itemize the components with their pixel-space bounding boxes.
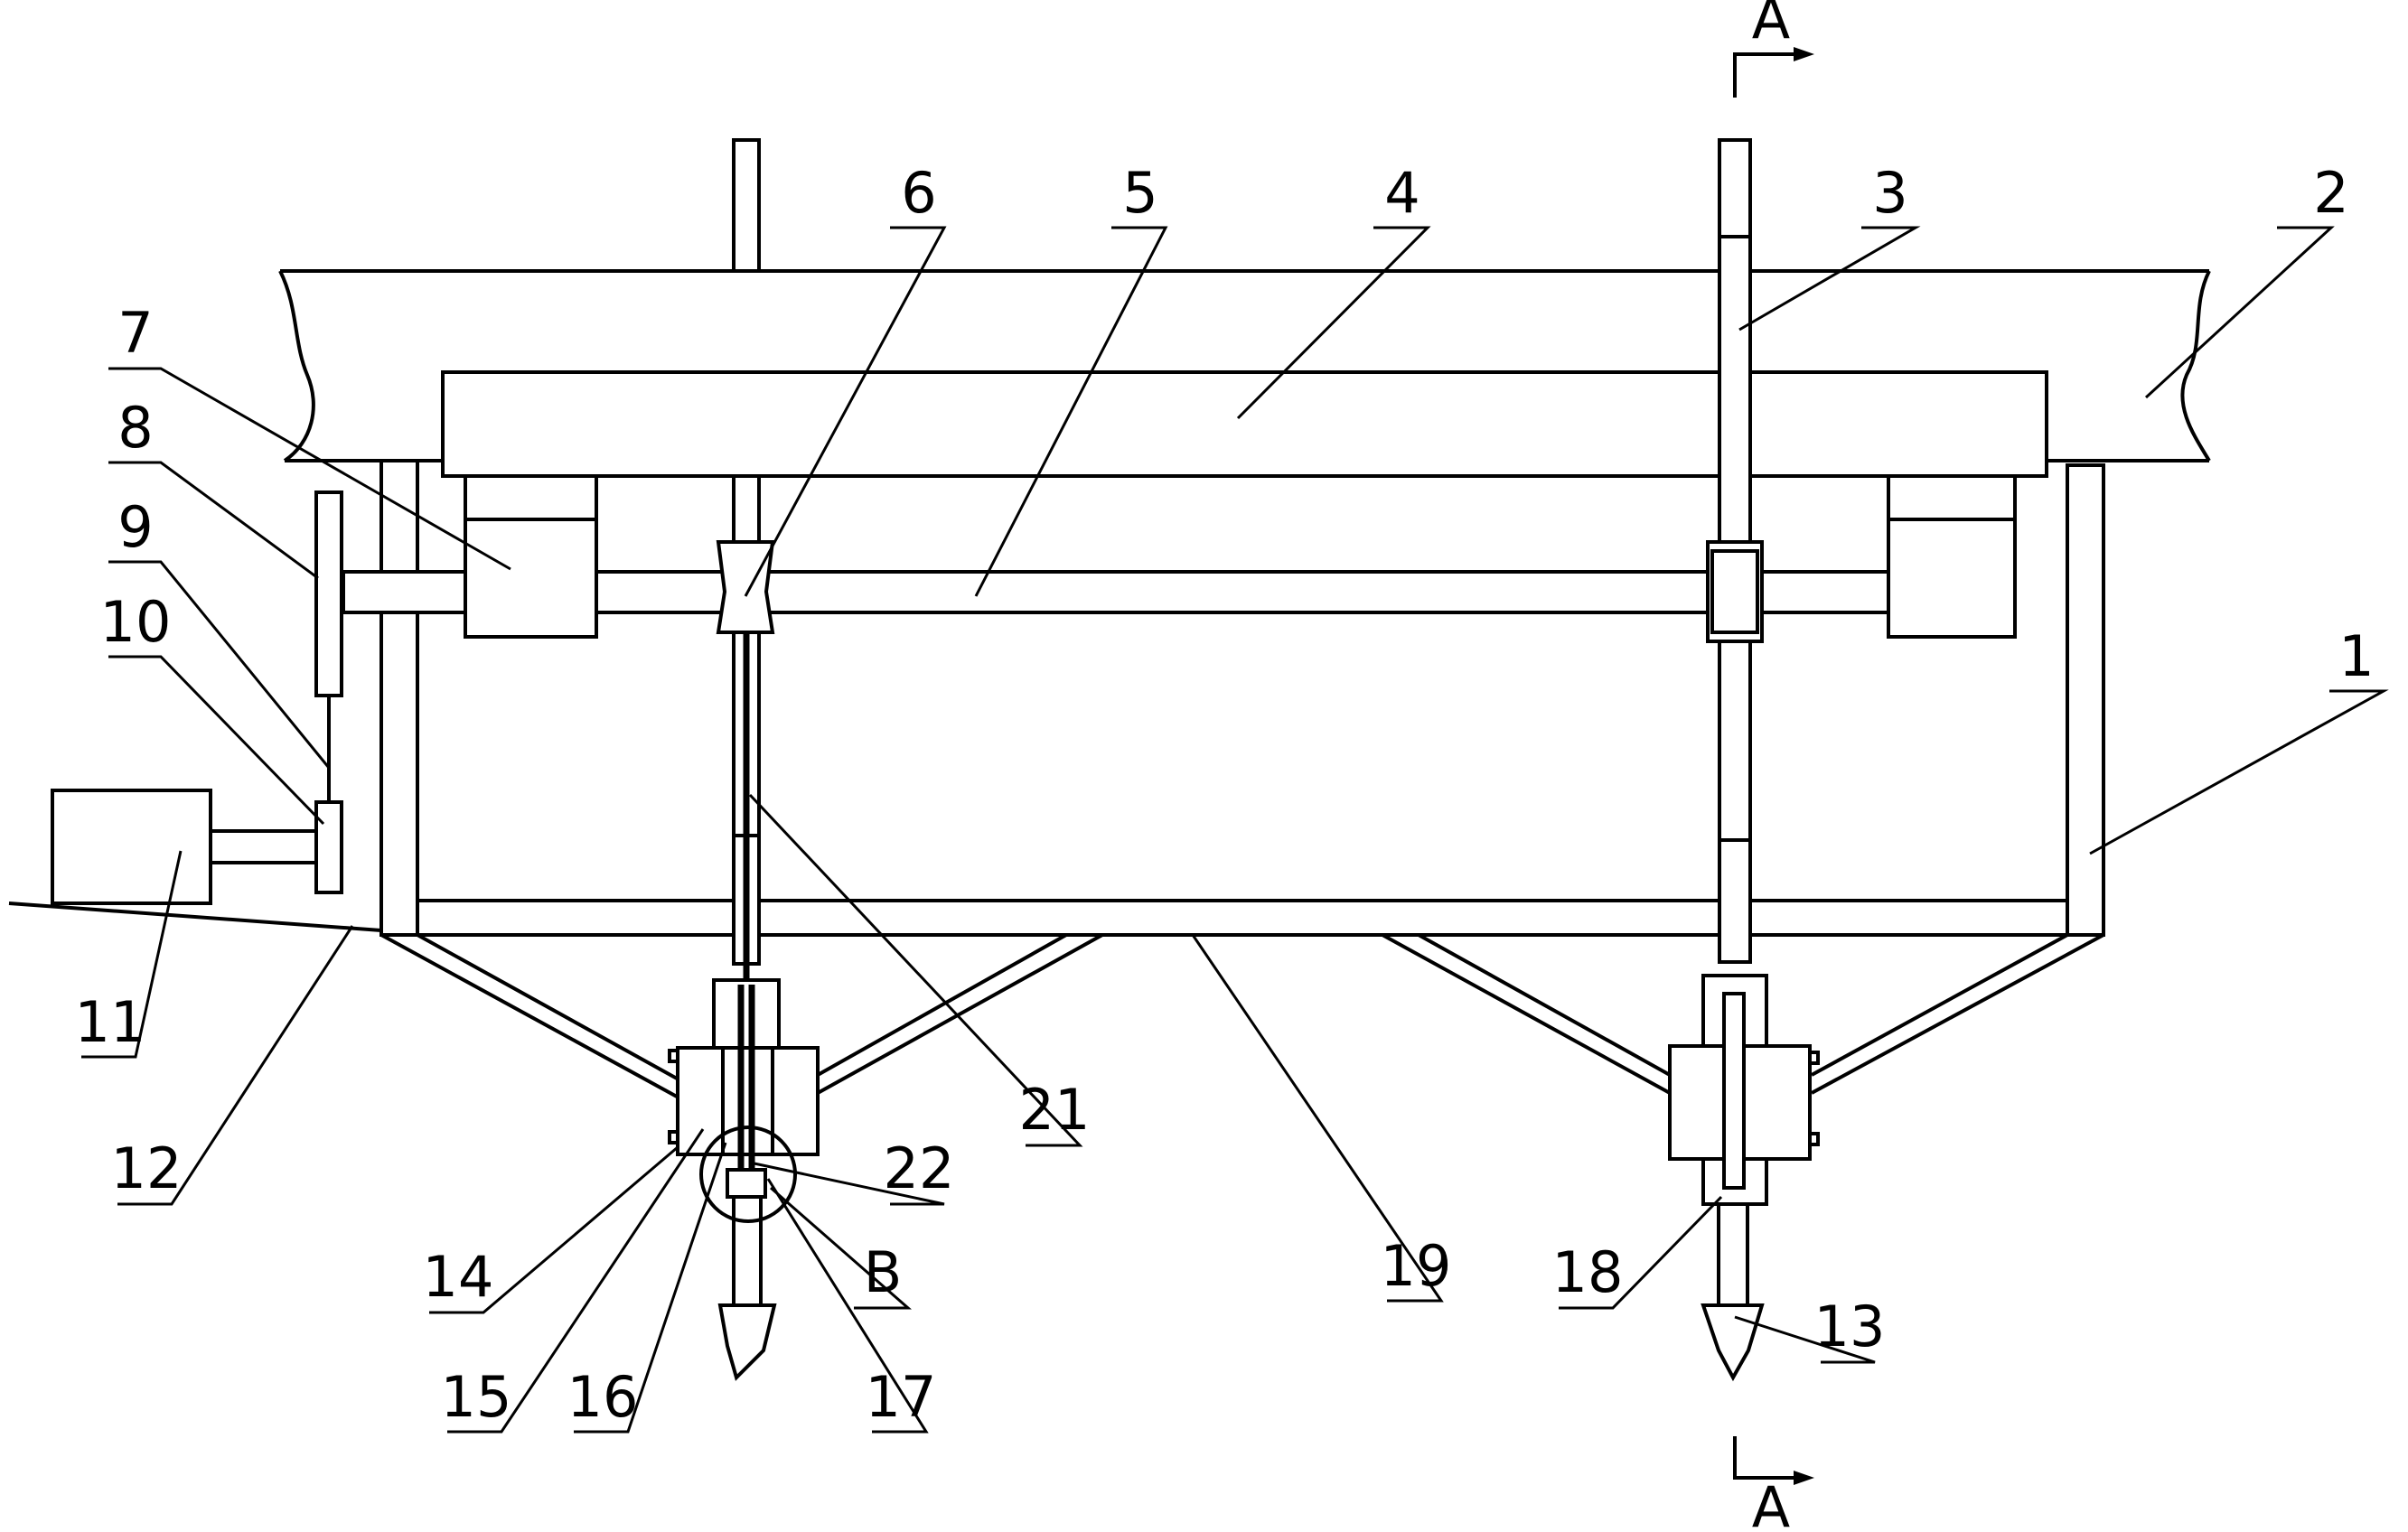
- label-21: 21: [1019, 1077, 1091, 1143]
- label-18: 18: [1552, 1239, 1624, 1305]
- bearing-block-left: [465, 476, 596, 637]
- right-vertical-rod: [1708, 140, 1762, 962]
- label-11: 11: [75, 989, 146, 1055]
- label-6: 6: [901, 160, 936, 226]
- label-19: 19: [1381, 1233, 1452, 1299]
- label-8: 8: [117, 395, 153, 461]
- label-13: 13: [1814, 1294, 1886, 1359]
- right-drill-assembly: [1670, 976, 1818, 1378]
- label-1: 1: [2338, 623, 2374, 689]
- frame: [381, 461, 2103, 935]
- label-5: 5: [1122, 160, 1157, 226]
- label-12: 12: [111, 1135, 183, 1201]
- section-label-bottom: A: [1752, 1474, 1790, 1532]
- label-4: 4: [1384, 160, 1420, 226]
- label-detail-b: B: [864, 1239, 903, 1305]
- callout-labels: 1 2 3 4 5 6 7 8 9 10 11 12 13 14 15 16 1…: [75, 160, 2375, 1430]
- label-17: 17: [866, 1364, 937, 1430]
- slanted-base-line: [9, 903, 381, 930]
- motor-shaft: [211, 831, 316, 863]
- section-label-top: A: [1752, 0, 1790, 51]
- small-pulley: [316, 802, 342, 892]
- label-2: 2: [2313, 160, 2348, 226]
- label-7: 7: [117, 300, 153, 366]
- lower-braces: [381, 935, 2103, 1102]
- label-10: 10: [100, 589, 172, 655]
- label-14: 14: [423, 1244, 494, 1310]
- bearing-block-right: [1888, 476, 2015, 637]
- label-16: 16: [567, 1364, 639, 1430]
- left-slider: [718, 542, 773, 632]
- label-22: 22: [884, 1135, 955, 1201]
- large-pulley: [316, 492, 342, 696]
- label-3: 3: [1872, 160, 1907, 226]
- slide-rail-plate: [443, 372, 2047, 476]
- label-9: 9: [117, 494, 153, 560]
- label-15: 15: [441, 1364, 512, 1430]
- motor: [52, 790, 211, 903]
